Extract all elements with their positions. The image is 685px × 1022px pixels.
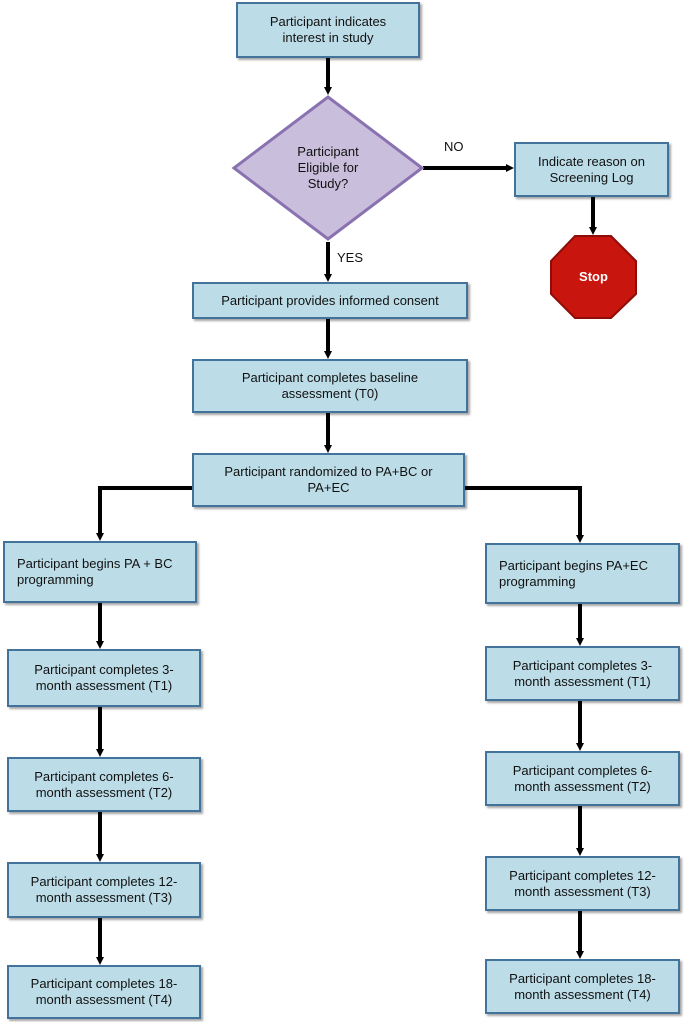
- stop-label: Stop: [579, 269, 608, 284]
- right-arm-t2-box: Participant completes 6- month assessmen…: [485, 751, 680, 806]
- baseline-box: Participant completes baseline assessmen…: [192, 359, 468, 413]
- right-arm-t4-box: Participant completes 18- month assessme…: [485, 959, 680, 1014]
- eligibility-question-label: Participant Eligible for Study?: [297, 144, 359, 191]
- right-arm-t3-box: Participant completes 12- month assessme…: [485, 856, 680, 911]
- left-arm-t1-box: Participant completes 3- month assessmen…: [7, 649, 201, 707]
- yes-label: YES: [337, 250, 364, 265]
- left-arm-begin-box: Participant begins PA + BC programming: [3, 541, 197, 603]
- stop-octagon: [550, 235, 637, 319]
- interest-box: Participant indicates interest in study: [236, 2, 420, 58]
- eligibility-diamond: [231, 95, 425, 241]
- consent-box: Participant provides informed consent: [192, 282, 468, 319]
- arrow-randomized-to-right-arm: [465, 486, 584, 543]
- right-arm-t1-box: Participant completes 3- month assessmen…: [485, 646, 680, 701]
- left-arm-t3-box: Participant completes 12- month assessme…: [7, 862, 201, 918]
- no-label: NO: [444, 139, 464, 154]
- left-arm-t2-box: Participant completes 6- month assessmen…: [7, 757, 201, 812]
- arrow-randomized-to-left-arm: [96, 486, 192, 541]
- screening-log-box: Indicate reason on Screening Log: [514, 142, 669, 197]
- randomized-box: Participant randomized to PA+BC or PA+EC: [192, 453, 465, 507]
- left-arm-t4-box: Participant completes 18- month assessme…: [7, 965, 201, 1019]
- right-arm-begin-box: Participant begins PA+EC programming: [485, 543, 680, 604]
